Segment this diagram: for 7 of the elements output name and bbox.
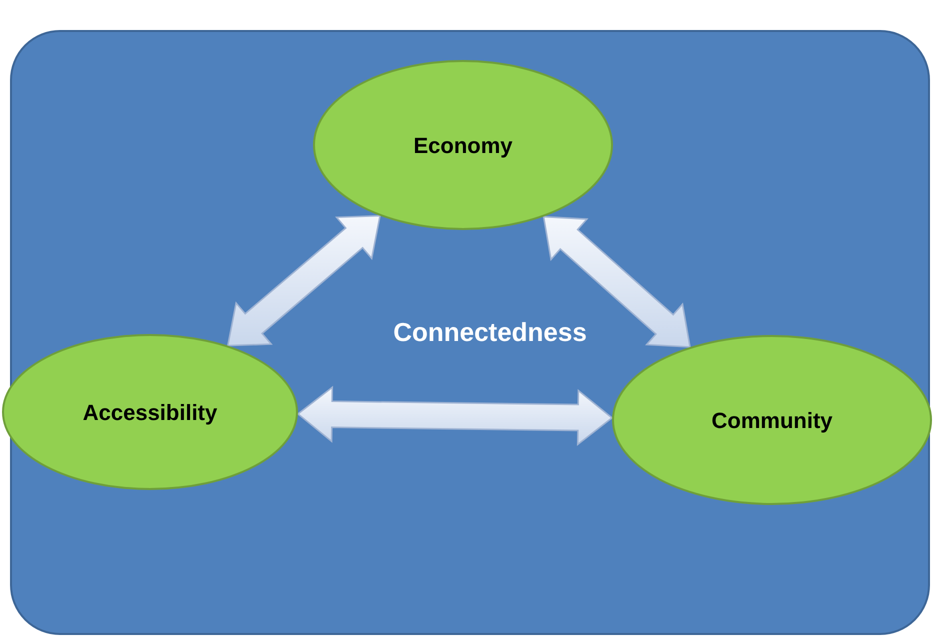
node-label: Economy <box>413 132 513 160</box>
double-arrow <box>226 215 381 346</box>
node-label: Community <box>712 406 832 435</box>
center-label: Connectedness <box>392 316 588 349</box>
double-arrow <box>296 386 614 446</box>
double-arrow <box>542 216 691 348</box>
node-label: Accessibility <box>82 398 218 427</box>
